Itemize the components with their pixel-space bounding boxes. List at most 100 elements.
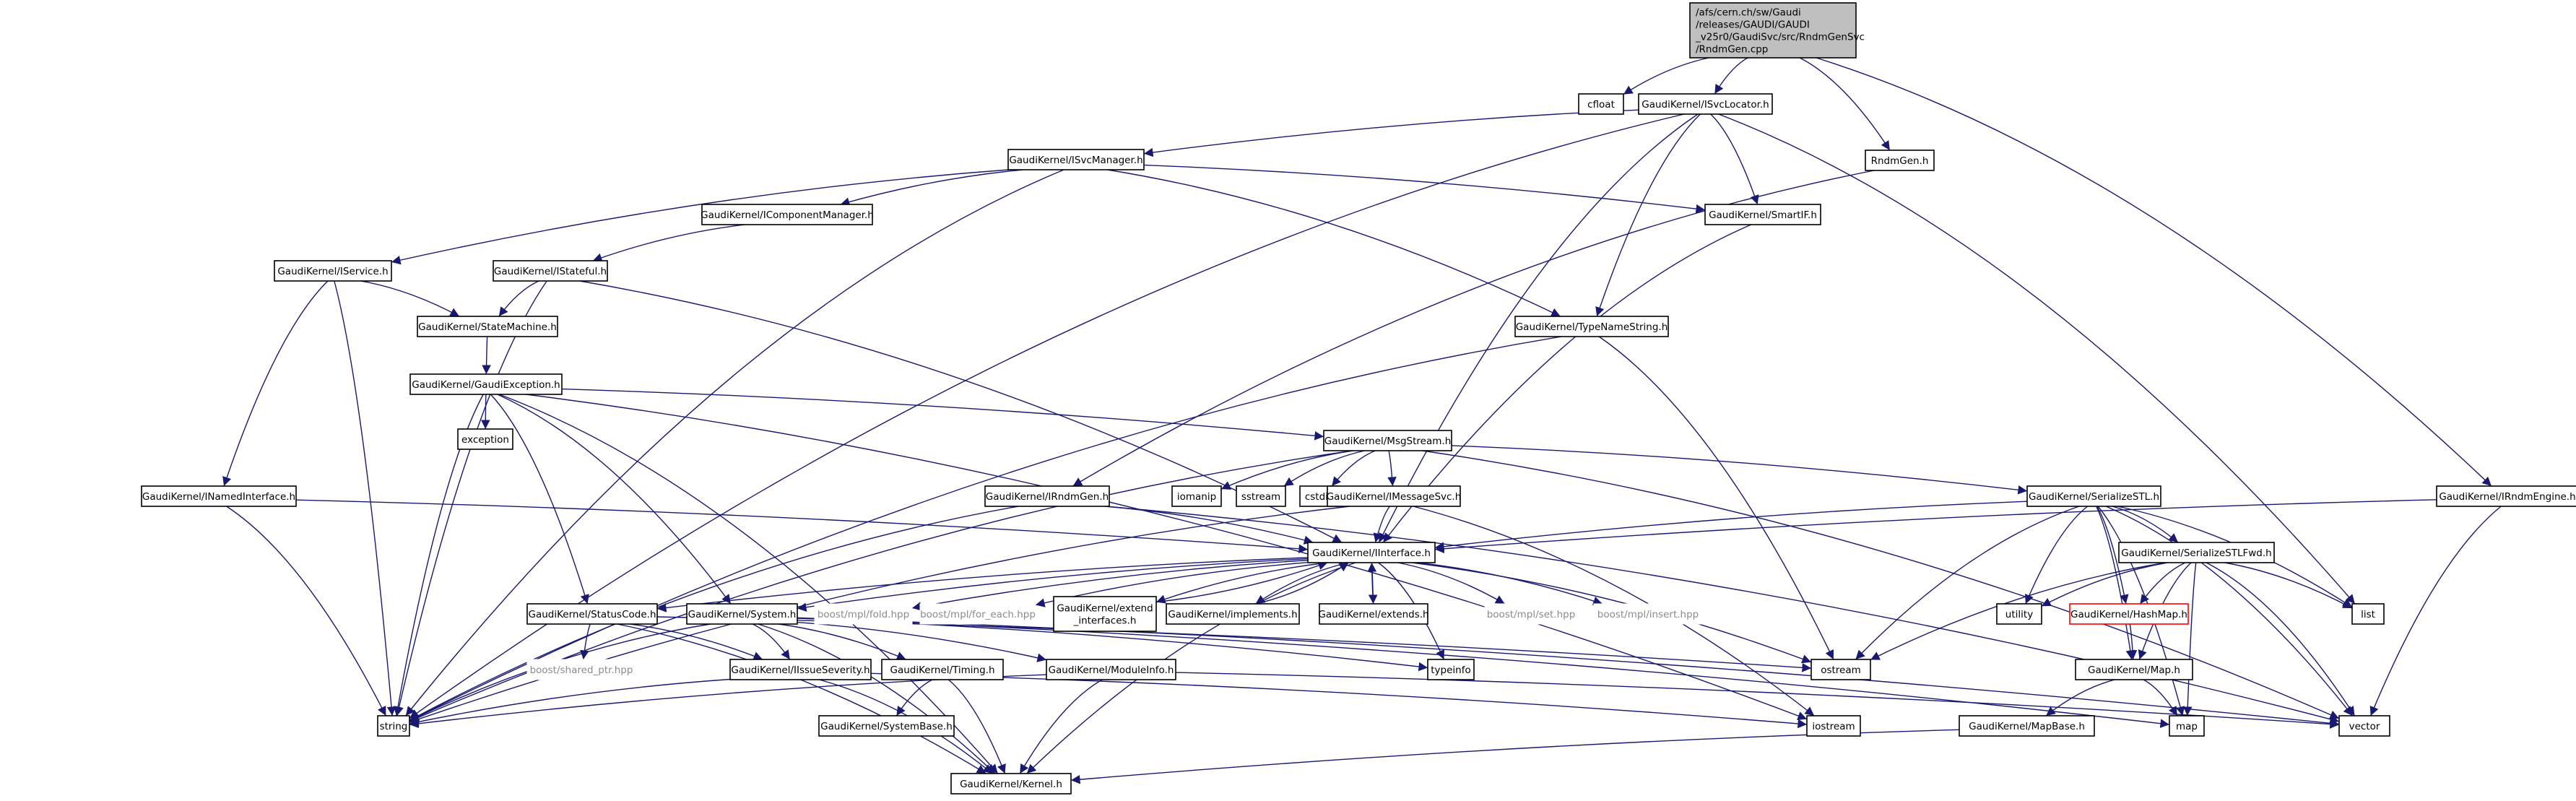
node-smartif[interactable]: GaudiKernel/SmartIF.h bbox=[1704, 204, 1821, 225]
node-isvclocator-box bbox=[1638, 93, 1773, 115]
node-mplset-box bbox=[1484, 603, 1578, 625]
node-cfloat[interactable]: cfloat bbox=[1578, 93, 1624, 115]
node-cstdio-label: cstdio bbox=[1305, 491, 1334, 503]
node-root-label: _v25r0/GaudiSvc/src/RndmGenSvc bbox=[1695, 32, 1865, 43]
node-inamedinterface[interactable]: GaudiKernel/INamedInterface.h bbox=[141, 485, 297, 507]
node-irndmengine[interactable]: GaudiKernel/IRndmEngine.h bbox=[2436, 485, 2576, 507]
node-iissueseverity[interactable]: GaudiKernel/IIssueSeverity.h bbox=[729, 659, 872, 680]
edge-msgstream-to-cstdio bbox=[1331, 450, 1376, 487]
edge-isvcmanager-to-icomponentmanager bbox=[840, 169, 1023, 207]
node-string[interactable]: string bbox=[377, 715, 410, 737]
node-irndmgen[interactable]: GaudiKernel/IRndmGen.h bbox=[984, 485, 1110, 507]
node-icomponentmanager[interactable]: GaudiKernel/IComponentManager.h bbox=[701, 204, 874, 225]
node-typenamestring-box bbox=[1514, 316, 1669, 337]
node-smartif-box bbox=[1704, 204, 1821, 225]
node-iomanip-box bbox=[1171, 485, 1222, 507]
node-implements[interactable]: GaudiKernel/implements.h bbox=[1166, 603, 1300, 625]
node-root[interactable]: /afs/cern.ch/sw/Gaudi/releases/GAUDI/GAU… bbox=[1689, 2, 1865, 59]
edge-isvcmanager-to-string bbox=[405, 169, 1064, 716]
node-utility[interactable]: utility bbox=[1996, 603, 2042, 625]
node-root-label: /RndmGen.cpp bbox=[1696, 44, 1768, 56]
node-system[interactable]: GaudiKernel/System.h bbox=[686, 603, 798, 625]
node-typeinfo-box bbox=[1427, 659, 1475, 680]
node-statemachine-box bbox=[417, 316, 558, 337]
node-extends[interactable]: GaudiKernel/extends.h bbox=[1318, 603, 1429, 625]
node-implements-label: GaudiKernel/implements.h bbox=[1168, 609, 1297, 620]
node-root-box bbox=[1689, 2, 1857, 59]
node-irndmengine-box bbox=[2436, 485, 2576, 507]
node-ostream-label: ostream bbox=[1821, 664, 1861, 676]
edge-iservice-to-inamedinterface bbox=[222, 280, 329, 487]
node-iinterface-label: GaudiKernel/IInterface.h bbox=[1312, 547, 1431, 559]
node-typenamestring[interactable]: GaudiKernel/TypeNameString.h bbox=[1514, 316, 1669, 337]
node-vector[interactable]: vector bbox=[2338, 715, 2390, 737]
node-exception[interactable]: exception bbox=[457, 428, 513, 450]
node-exception-label: exception bbox=[461, 434, 509, 446]
node-isvcmanager[interactable]: GaudiKernel/ISvcManager.h bbox=[1007, 149, 1145, 170]
edge-system-to-moduleinfo bbox=[797, 621, 1047, 662]
edge-iissueseverity-to-kernel bbox=[819, 679, 993, 774]
node-mplfold[interactable]: boost/mpl/fold.hpp bbox=[814, 603, 913, 625]
node-systembase[interactable]: GaudiKernel/SystemBase.h bbox=[818, 715, 955, 737]
edge-timing-to-systembase bbox=[895, 679, 933, 716]
node-mplinsert[interactable]: boost/mpl/insert.hpp bbox=[1593, 603, 1703, 625]
node-istateful[interactable]: GaudiKernel/IStateful.h bbox=[493, 260, 608, 282]
node-rndmgen_h[interactable]: RndmGen.h bbox=[1865, 150, 1935, 171]
node-kernel[interactable]: GaudiKernel/Kernel.h bbox=[950, 773, 1072, 794]
node-isvclocator-label: GaudiKernel/ISvcLocator.h bbox=[1642, 99, 1769, 111]
node-iostream[interactable]: iostream bbox=[1806, 715, 1861, 737]
edge-timing-to-kernel bbox=[947, 679, 1006, 774]
node-statuscode[interactable]: GaudiKernel/StatusCode.h bbox=[526, 603, 658, 625]
node-iservice[interactable]: GaudiKernel/IService.h bbox=[274, 260, 392, 282]
edge-istateful-to-string bbox=[394, 280, 547, 716]
node-ostream[interactable]: ostream bbox=[1810, 659, 1871, 680]
edge-statuscode-to-sharedptr bbox=[580, 623, 591, 660]
node-mapbase-label: GaudiKernel/MapBase.h bbox=[1969, 721, 2085, 732]
node-imessagesvc[interactable]: GaudiKernel/IMessageSvc.h bbox=[1327, 485, 1462, 507]
node-moduleinfo[interactable]: GaudiKernel/ModuleInfo.h bbox=[1046, 659, 1176, 680]
edge-gaudiexception-to-exception bbox=[480, 394, 490, 430]
edge-iissueseverity-to-iostream bbox=[870, 672, 1808, 729]
node-list-box bbox=[2351, 603, 2385, 625]
node-map_h[interactable]: GaudiKernel/Map.h bbox=[2075, 659, 2193, 680]
node-extendinterfaces[interactable]: GaudiKernel/extend_interfaces.h bbox=[1053, 596, 1157, 632]
node-timing[interactable]: GaudiKernel/Timing.h bbox=[881, 659, 1004, 680]
node-hashmap-box bbox=[2069, 603, 2189, 625]
edge-iinterface-to-implements bbox=[1255, 562, 1349, 605]
edge-typenamestring-to-string bbox=[409, 336, 1562, 722]
edge-imessagesvc-to-iostream bbox=[1413, 506, 1815, 716]
node-serializestl[interactable]: GaudiKernel/SerializeSTL.h bbox=[2026, 485, 2161, 507]
node-system-label: GaudiKernel/System.h bbox=[688, 609, 797, 620]
node-map[interactable]: map bbox=[2169, 715, 2205, 737]
node-sharedptr[interactable]: boost/shared_ptr.hpp bbox=[526, 659, 636, 680]
node-iinterface[interactable]: GaudiKernel/IInterface.h bbox=[1307, 542, 1436, 563]
node-iomanip[interactable]: iomanip bbox=[1171, 485, 1222, 507]
edge-root-to-cfloat bbox=[1623, 57, 1709, 95]
node-mplset[interactable]: boost/mpl/set.hpp bbox=[1484, 603, 1578, 625]
node-mplforeach[interactable]: boost/mpl/for_each.hpp bbox=[919, 603, 1036, 625]
node-timing-box bbox=[881, 659, 1004, 680]
node-irndmgen-box bbox=[984, 485, 1110, 507]
edge-isvclocator-to-typenamestring bbox=[1595, 113, 1701, 317]
edge-implements-to-iinterface bbox=[1255, 562, 1349, 605]
edge-isvcmanager-to-iservice bbox=[391, 169, 1009, 265]
edge-iinterface-to-extendinterfaces bbox=[1155, 562, 1328, 604]
node-gaudiexception[interactable]: GaudiKernel/GaudiException.h bbox=[409, 373, 563, 395]
node-statemachine[interactable]: GaudiKernel/StateMachine.h bbox=[417, 316, 558, 337]
node-isvclocator[interactable]: GaudiKernel/ISvcLocator.h bbox=[1638, 93, 1773, 115]
edge-irndmgen-to-string bbox=[409, 506, 1019, 721]
node-msgstream[interactable]: GaudiKernel/MsgStream.h bbox=[1323, 430, 1452, 451]
node-typeinfo[interactable]: typeinfo bbox=[1427, 659, 1475, 680]
edge-serializestl-to-iinterface bbox=[1434, 501, 2028, 551]
node-list[interactable]: list bbox=[2351, 603, 2385, 625]
node-imessagesvc-box bbox=[1327, 485, 1461, 507]
node-sstream[interactable]: sstream bbox=[1236, 485, 1286, 507]
edge-root-to-irndmengine bbox=[1816, 57, 2492, 487]
edge-inamedinterface-to-iinterface bbox=[295, 499, 1309, 554]
node-serializestlfwd[interactable]: GaudiKernel/SerializeSTLFwd.h bbox=[2118, 542, 2275, 563]
node-moduleinfo-box bbox=[1046, 659, 1176, 680]
node-hashmap[interactable]: GaudiKernel/HashMap.h bbox=[2069, 603, 2189, 625]
node-mapbase[interactable]: GaudiKernel/MapBase.h bbox=[1959, 715, 2095, 737]
node-implements-box bbox=[1166, 603, 1300, 625]
